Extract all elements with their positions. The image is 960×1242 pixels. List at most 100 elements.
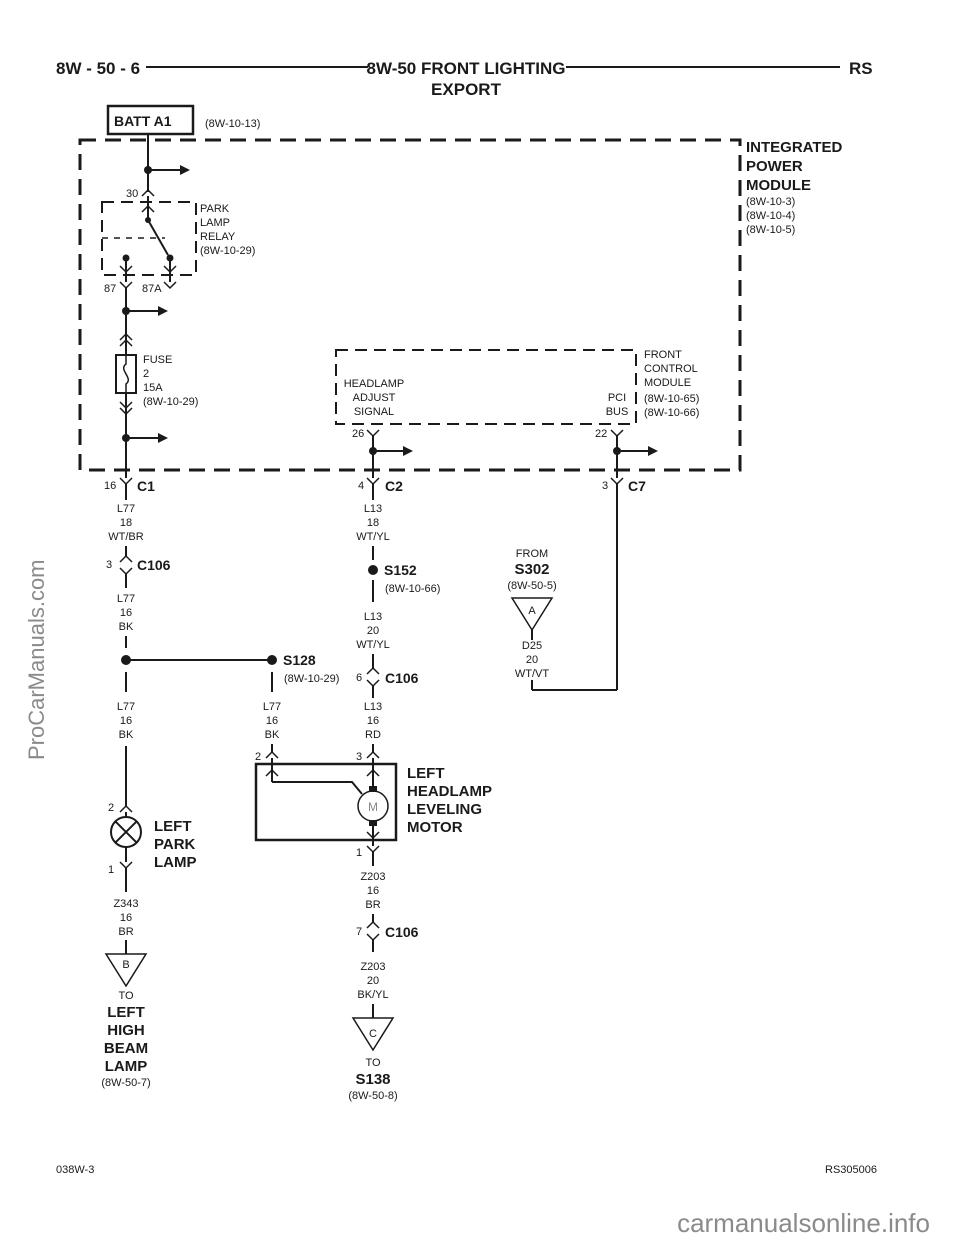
to-hb-triangle (104, 953, 148, 988)
z203-a-color: BR (365, 899, 380, 911)
l77-c-gauge: 16 (120, 715, 132, 727)
s128-ref: (8W-10-29) (284, 673, 339, 685)
to-hb-to: TO (118, 990, 134, 1002)
s302-ref: (8W-50-5) (507, 580, 556, 592)
s302-name: S302 (514, 561, 549, 578)
l77-d-circuit: L77 (263, 701, 281, 713)
motor-box (254, 762, 398, 842)
ipm-outline (78, 138, 742, 472)
fcm-22-branch-arrow (648, 446, 658, 456)
ipm-ref-3: (8W-10-5) (746, 224, 795, 236)
s128-dot (267, 655, 277, 665)
relay-87a-arrow (163, 265, 177, 274)
batt-label: BATT A1 (114, 113, 172, 129)
l13-a-color: WT/YL (356, 531, 390, 543)
to-s138-name: S138 (355, 1071, 390, 1088)
fcm-headlamp-1: HEADLAMP (344, 378, 405, 390)
motor-internal-arrow-1 (265, 768, 279, 777)
park-pin-2: 2 (108, 802, 114, 814)
fcm-ref-1: (8W-10-65) (644, 393, 699, 405)
motor-m: M (368, 800, 378, 814)
fcm-outline (335, 349, 637, 425)
l77-b-color: BK (119, 621, 134, 633)
c7-symbol (610, 477, 624, 486)
motor-internal-arrow-4 (366, 831, 380, 840)
relay-label-1: PARK (200, 203, 230, 215)
c106-b-name: C106 (385, 670, 419, 686)
park-label-1: LEFT (154, 818, 192, 835)
fcm-pin-26: 26 (352, 428, 364, 440)
fuse-label-3: 15A (143, 382, 163, 394)
l13-b-color: WT/YL (356, 639, 390, 651)
c7-pin: 3 (602, 480, 608, 492)
relay-87-arrow (119, 265, 133, 274)
c106-a-symbol (119, 554, 133, 576)
s302-triangle (510, 597, 554, 632)
l13-b-gauge: 20 (367, 625, 379, 637)
z343-gauge: 16 (120, 912, 132, 924)
l77-c-circuit: L77 (117, 701, 135, 713)
fuse-element (123, 355, 129, 393)
z203-b-gauge: 20 (367, 975, 379, 987)
c106-c-name: C106 (385, 924, 419, 940)
header-subtitle: EXPORT (431, 80, 502, 99)
c1-pin: 16 (104, 480, 116, 492)
z203-b-circuit: Z203 (360, 961, 385, 973)
ipm-title-2: POWER (746, 158, 803, 175)
relay-label-2: LAMP (200, 217, 230, 229)
fcm-26-branch-arrow (403, 446, 413, 456)
park-lamp-filament (114, 820, 138, 844)
fcm-pin-22-symbol (610, 429, 624, 438)
l77-d-gauge: 16 (266, 715, 278, 727)
d25-color: WT/VT (515, 668, 549, 680)
relay-pin-87: 87 (104, 283, 116, 295)
park-pin-2-symbol (119, 804, 133, 813)
s152-dot (368, 565, 378, 575)
l77-a-circuit: L77 (117, 503, 135, 515)
motor-label-1: LEFT (407, 765, 445, 782)
c7-name: C7 (628, 478, 646, 494)
relay-label-3: RELAY (200, 231, 236, 243)
c106-a-name: C106 (137, 557, 171, 573)
to-hb-letter: B (122, 959, 129, 971)
c1-symbol (119, 477, 133, 486)
motor-internal-2 (272, 781, 363, 795)
motor-pin-2: 2 (255, 751, 261, 763)
l77-d-color: BK (265, 729, 280, 741)
to-hb-1: LEFT (107, 1004, 145, 1021)
header-title: 8W-50 FRONT LIGHTING (367, 59, 566, 78)
motor-pin-1-symbol (366, 845, 380, 854)
park-label-2: PARK (154, 836, 196, 853)
to-s138-ref: (8W-50-8) (348, 1090, 397, 1102)
fcm-pci-1: PCI (608, 392, 626, 404)
fuse-label-ref: (8W-10-29) (143, 396, 198, 408)
motor-pin-2-symbol (265, 750, 279, 759)
motor-label-3: LEVELING (407, 801, 482, 818)
fcm-label-1: FRONT (644, 349, 682, 361)
pin-30-symbol (141, 188, 155, 197)
c106-b-pin: 6 (356, 672, 362, 684)
l13-a-circuit: L13 (364, 503, 382, 515)
motor-brush-top (369, 786, 377, 792)
c106-c-symbol (366, 920, 380, 942)
to-s138-to: TO (365, 1057, 381, 1069)
side-watermark: ProCarManuals.com (24, 559, 49, 760)
relay-label-ref: (8W-10-29) (200, 245, 255, 257)
pin-87-symbol (119, 281, 133, 290)
l13-c-color: RD (365, 729, 381, 741)
motor-label-2: HEADLAMP (407, 783, 492, 800)
fcm-headlamp-2: ADJUST (353, 392, 396, 404)
motor-pin-3-symbol (366, 750, 380, 759)
z343-circuit: Z343 (113, 898, 138, 910)
fcm-headlamp-3: SIGNAL (354, 406, 394, 418)
c106-c-pin: 7 (356, 926, 362, 938)
ipm-ref-2: (8W-10-4) (746, 210, 795, 222)
ipm-title-1: INTEGRATED (746, 139, 843, 156)
header-section: RS (849, 59, 873, 78)
l13-a-gauge: 18 (367, 517, 379, 529)
to-hb-2: HIGH (107, 1022, 145, 1039)
footer-left: 038W-3 (56, 1164, 94, 1176)
l77-b-gauge: 16 (120, 607, 132, 619)
motor-pin-1: 1 (356, 847, 362, 859)
z343-color: BR (118, 926, 133, 938)
